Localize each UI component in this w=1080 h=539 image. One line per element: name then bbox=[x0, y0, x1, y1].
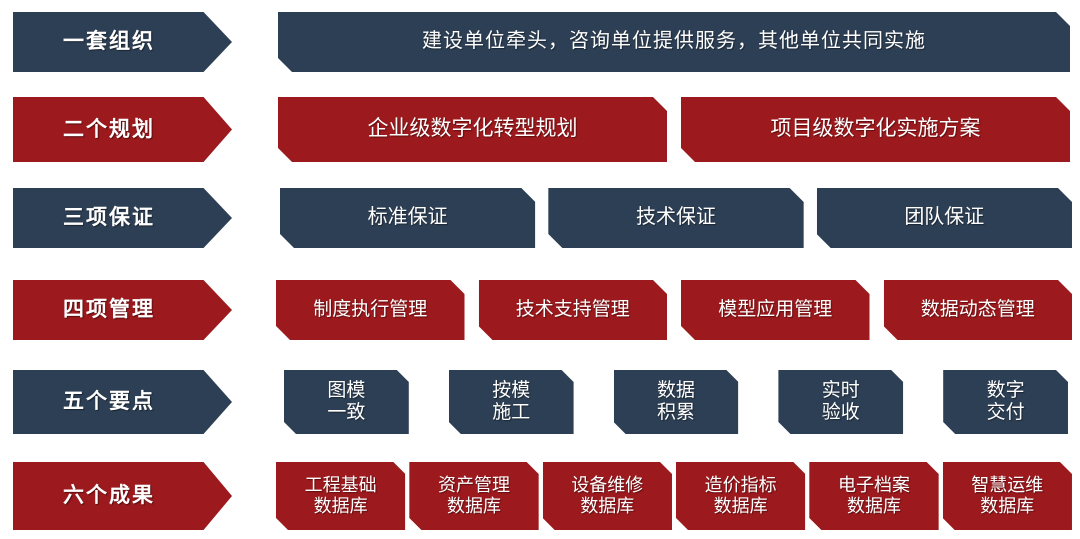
item-label: 制度执行管理 bbox=[313, 298, 428, 320]
row-four-management-item[interactable]: 数据动态管理 bbox=[884, 280, 1073, 340]
row-four-management-item[interactable]: 模型应用管理 bbox=[681, 280, 870, 340]
row-four-management: 四项管理 制度执行管理 技术支持管理 模型应用管理 数据动态管理 bbox=[0, 280, 1080, 340]
item-label: 设备维修 数据库 bbox=[571, 474, 644, 516]
item-label: 资产管理 数据库 bbox=[437, 474, 510, 516]
row-one-organization: 一套组织 建设单位牵头，咨询单位提供服务，其他单位共同实施 bbox=[0, 12, 1080, 72]
row-six-outcomes: 六个成果 工程基础 数据库 资产管理 数据库 设备维修 数据库 造价指标 数据库 电子档案… bbox=[0, 462, 1080, 530]
item-label: 企业级数字化转型规划 bbox=[367, 117, 578, 141]
arrow-label-text: 五个要点 bbox=[63, 390, 155, 414]
row-five-key-points-item[interactable]: 实时 验收 bbox=[778, 370, 903, 434]
item-label: 团队保证 bbox=[904, 206, 985, 229]
item-label: 数据 积累 bbox=[656, 379, 695, 423]
row-one-organization-item[interactable]: 建设单位牵头，咨询单位提供服务，其他单位共同实施 bbox=[278, 12, 1070, 72]
row-two-plans: 二个规划 企业级数字化转型规划 项目级数字化实施方案 bbox=[0, 97, 1080, 162]
row-four-management-arrow-label[interactable]: 四项管理 bbox=[13, 280, 232, 340]
row-five-key-points-item[interactable]: 图模 一致 bbox=[284, 370, 409, 434]
row-three-guarantees-item[interactable]: 标准保证 bbox=[280, 188, 535, 248]
row-five-key-points-item[interactable]: 数字 交付 bbox=[943, 370, 1068, 434]
item-label: 造价指标 数据库 bbox=[704, 474, 777, 516]
item-label: 智慧运维 数据库 bbox=[971, 474, 1044, 516]
arrow-label-text: 一套组织 bbox=[63, 30, 155, 54]
item-label: 按模 施工 bbox=[492, 379, 531, 423]
item-label: 建设单位牵头，咨询单位提供服务，其他单位共同实施 bbox=[422, 30, 926, 53]
item-label: 技术保证 bbox=[635, 206, 716, 229]
row-five-key-points-item[interactable]: 按模 施工 bbox=[449, 370, 574, 434]
row-five-key-points: 五个要点 图模 一致 按模 施工 数据 积累 实时 验收 数字 交付 bbox=[0, 370, 1080, 434]
item-label: 技术支持管理 bbox=[515, 298, 630, 320]
row-two-plans-item[interactable]: 企业级数字化转型规划 bbox=[278, 97, 667, 162]
row-three-guarantees-item[interactable]: 技术保证 bbox=[548, 188, 803, 248]
row-one-organization-arrow-label[interactable]: 一套组织 bbox=[13, 12, 232, 72]
row-four-management-item[interactable]: 技术支持管理 bbox=[479, 280, 668, 340]
arrow-label-text: 四项管理 bbox=[63, 298, 155, 322]
item-label: 模型应用管理 bbox=[718, 298, 833, 320]
row-three-guarantees-item[interactable]: 团队保证 bbox=[817, 188, 1072, 248]
row-six-outcomes-items: 工程基础 数据库 资产管理 数据库 设备维修 数据库 造价指标 数据库 电子档案 数据库… bbox=[276, 462, 1072, 530]
item-label: 标准保证 bbox=[367, 206, 448, 229]
item-label: 电子档案 数据库 bbox=[837, 474, 910, 516]
row-two-plans-items: 企业级数字化转型规划 项目级数字化实施方案 bbox=[278, 97, 1070, 162]
arrow-label-text: 六个成果 bbox=[63, 484, 155, 508]
row-six-outcomes-item[interactable]: 智慧运维 数据库 bbox=[943, 462, 1072, 530]
row-four-management-items: 制度执行管理 技术支持管理 模型应用管理 数据动态管理 bbox=[276, 280, 1072, 340]
row-five-key-points-arrow-label[interactable]: 五个要点 bbox=[13, 370, 232, 434]
row-two-plans-arrow-label[interactable]: 二个规划 bbox=[13, 97, 232, 162]
row-six-outcomes-item[interactable]: 工程基础 数据库 bbox=[276, 462, 405, 530]
row-six-outcomes-item[interactable]: 电子档案 数据库 bbox=[809, 462, 938, 530]
row-five-key-points-items: 图模 一致 按模 施工 数据 积累 实时 验收 数字 交付 bbox=[284, 370, 1068, 434]
arrow-label-text: 三项保证 bbox=[63, 206, 155, 230]
row-one-organization-items: 建设单位牵头，咨询单位提供服务，其他单位共同实施 bbox=[278, 12, 1070, 72]
item-label: 实时 验收 bbox=[821, 379, 860, 423]
row-five-key-points-item[interactable]: 数据 积累 bbox=[614, 370, 739, 434]
item-label: 工程基础 数据库 bbox=[304, 474, 377, 516]
item-label: 数据动态管理 bbox=[920, 298, 1035, 320]
row-six-outcomes-item[interactable]: 设备维修 数据库 bbox=[543, 462, 672, 530]
row-six-outcomes-item[interactable]: 资产管理 数据库 bbox=[409, 462, 538, 530]
item-label: 项目级数字化实施方案 bbox=[770, 117, 981, 141]
row-three-guarantees: 三项保证 标准保证 技术保证 团队保证 bbox=[0, 188, 1080, 248]
row-six-outcomes-item[interactable]: 造价指标 数据库 bbox=[676, 462, 805, 530]
item-label: 图模 一致 bbox=[327, 379, 366, 423]
row-four-management-item[interactable]: 制度执行管理 bbox=[276, 280, 465, 340]
row-three-guarantees-items: 标准保证 技术保证 团队保证 bbox=[280, 188, 1072, 248]
row-three-guarantees-arrow-label[interactable]: 三项保证 bbox=[13, 188, 232, 248]
row-two-plans-item[interactable]: 项目级数字化实施方案 bbox=[681, 97, 1070, 162]
item-label: 数字 交付 bbox=[986, 379, 1025, 423]
row-six-outcomes-arrow-label[interactable]: 六个成果 bbox=[13, 462, 232, 530]
arrow-label-text: 二个规划 bbox=[63, 117, 155, 141]
